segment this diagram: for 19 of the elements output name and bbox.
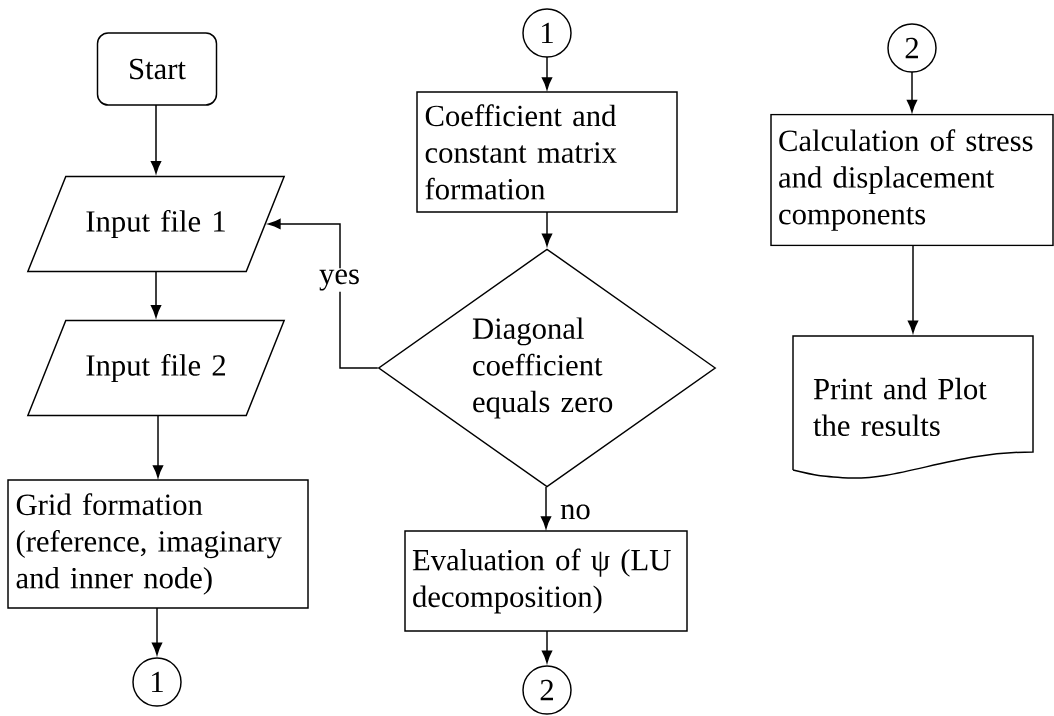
document-shape: Print and Plot the results	[792, 335, 1034, 479]
process-box: Coefficient and constant matrix formation	[416, 91, 678, 213]
arrow	[152, 414, 164, 478]
arrow	[150, 270, 162, 318]
start-box: Start	[96, 32, 218, 106]
arrow	[268, 218, 379, 369]
arrow	[540, 486, 552, 529]
edge-label: yes	[317, 268, 362, 292]
arrow	[151, 607, 163, 656]
process-box: Evaluation of ψ (LU decomposition)	[404, 530, 688, 632]
arrow	[907, 244, 919, 334]
arrow	[541, 56, 553, 90]
process-box: Grid formation (reference, imaginary and inner node)	[7, 479, 309, 609]
arrow	[906, 71, 918, 113]
arrow	[541, 630, 553, 664]
arrow	[150, 104, 162, 174]
edge-label: no	[558, 503, 593, 521]
arrow	[541, 211, 553, 247]
process-box: Calculation of stress and displacement components	[770, 113, 1054, 247]
